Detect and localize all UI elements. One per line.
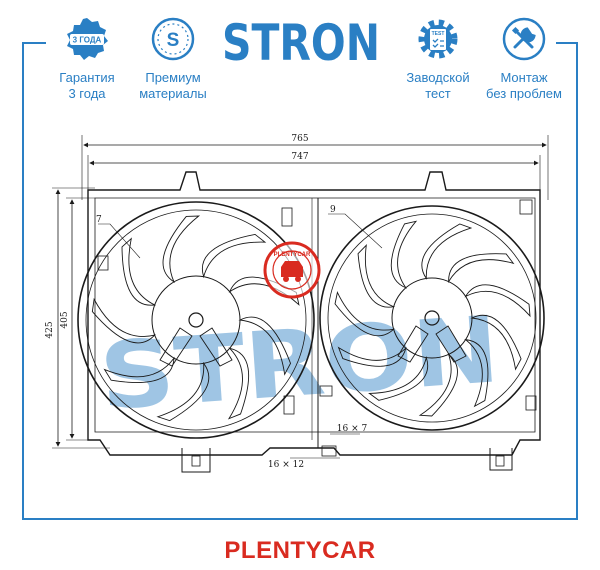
left-fan: [77, 201, 315, 439]
fan-blade: [228, 276, 300, 306]
frame-top-left: [22, 42, 46, 44]
stamp-text: PLENTYCAR: [274, 252, 311, 258]
dim-slot-a: 16 × 12: [268, 460, 304, 470]
fan-blade: [334, 290, 396, 337]
warranty-badge-text: 3 ГОДА: [73, 36, 102, 45]
brand-logo-text: STRON: [222, 14, 380, 70]
fan-blade: [91, 297, 157, 344]
fan-blade: [357, 244, 396, 308]
fan-blade: [201, 233, 267, 279]
feature-factory-test: TEST Заводской тест: [383, 16, 493, 102]
frame-right: [576, 42, 578, 520]
brand-logo: STRON: [222, 14, 380, 70]
frame-top-right: [556, 42, 578, 44]
right-fan: [319, 205, 545, 431]
stron-watermark: STRON: [96, 296, 502, 431]
fan-blade: [238, 316, 292, 376]
fan-blade: [464, 339, 489, 408]
feature-factory-test-line2: тест: [425, 86, 451, 101]
dim-inner-width: 747: [291, 152, 308, 162]
factory-test-badge-text: TEST: [432, 31, 445, 37]
warranty-badge-icon: 3 ГОДА: [67, 18, 108, 60]
feature-factory-test-line1: Заводской: [406, 70, 470, 85]
gear-test-icon: TEST: [418, 19, 458, 59]
feature-warranty-line2: 3 года: [68, 86, 106, 101]
callout-right-fan: 9: [330, 205, 336, 215]
fan-blade: [470, 314, 522, 371]
plentycar-stamp: PLENTYCAR: [263, 241, 321, 299]
feature-warranty-line1: Гарантия: [59, 70, 115, 85]
frame-bottom: [22, 518, 578, 520]
frame-left: [22, 42, 24, 520]
feature-premium-line2: материалы: [139, 86, 207, 101]
fan-blade: [156, 361, 210, 422]
fan-blade: [418, 353, 458, 417]
feature-premium-line1: Премиум: [145, 70, 201, 85]
fan-blade: [464, 284, 531, 318]
fan-blade: [390, 220, 418, 289]
callout-left-fan: 7: [96, 215, 102, 225]
fan-blade: [421, 223, 473, 280]
fan-blade: [368, 355, 429, 401]
feature-premium: S Премиум материалы: [118, 16, 228, 102]
tools-icon: [502, 17, 546, 61]
dim-overall-width: 765: [291, 134, 308, 144]
feature-install-line1: Монтаж: [500, 70, 548, 85]
dim-slot-b: 16 × 7: [337, 424, 368, 434]
technical-drawing: STRON: [45, 134, 549, 473]
feature-premium-label: Премиум материалы: [118, 70, 228, 102]
feature-factory-test-label: Заводской тест: [383, 70, 493, 102]
fan-blade: [103, 356, 175, 383]
fan-blade: [227, 347, 250, 420]
dim-overall-height: 425: [45, 321, 55, 338]
premium-badge-text: S: [167, 30, 180, 51]
feature-install: Монтаж без проблем: [469, 16, 579, 102]
fan-blade: [121, 237, 157, 306]
dim-inner-height: 405: [60, 311, 70, 328]
footer-brand: PLENTYCAR: [224, 537, 376, 564]
fan-blade: [337, 346, 407, 367]
feature-install-line2: без проблем: [486, 86, 562, 101]
premium-s-icon: S: [151, 17, 195, 61]
feature-install-label: Монтаж без проблем: [469, 70, 579, 102]
fan-blade: [448, 253, 515, 284]
fan-blade: [162, 215, 201, 284]
feature-warranty: 3 ГОДА Гарантия 3 года: [32, 16, 142, 102]
feature-warranty-label: Гарантия 3 года: [32, 70, 142, 102]
